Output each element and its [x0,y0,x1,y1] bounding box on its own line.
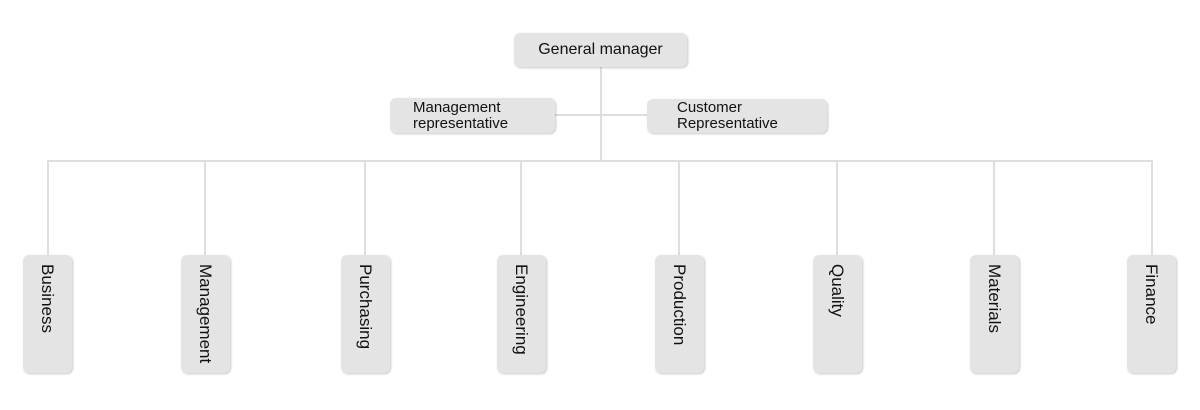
node-management-representative-line2: representative [413,114,509,132]
node-business-label: Business [38,264,57,333]
node-purchasing: Purchasing [341,255,390,373]
connector-stem-materials [993,160,995,256]
connector-stem-production [678,160,680,256]
node-customer-representative: Customer Representative [647,99,827,133]
connector-stem-engineering [520,160,522,256]
node-engineering-label: Engineering [512,264,531,355]
node-finance-label: Finance [1142,264,1161,325]
node-engineering: Engineering [497,255,546,373]
connector-stem-quality [836,160,838,256]
node-management: Management [181,255,230,373]
connector-stem-business [47,160,49,256]
connector-stem-finance [1151,160,1153,256]
connector-assistants [555,114,647,116]
node-management-representative: Management representative [390,98,555,133]
node-quality-label: Quality [828,264,847,317]
node-management-representative-line1: Management [413,98,501,116]
node-general-manager-label: General manager [538,41,663,58]
connector-stem-purchasing [364,160,366,256]
connector-stem-management [204,160,206,256]
node-management-label: Management [196,264,215,364]
node-production-label: Production [670,264,689,346]
node-general-manager: General manager [514,33,687,67]
node-business: Business [23,255,72,373]
node-materials-label: Materials [985,264,1004,333]
connector-main-rail [47,160,1153,162]
node-production: Production [655,255,704,373]
node-finance: Finance [1127,255,1176,373]
node-customer-representative-line1: Customer [677,99,743,116]
node-customer-representative-line2: Representative [677,115,778,132]
node-materials: Materials [970,255,1019,373]
node-quality: Quality [813,255,862,373]
node-purchasing-label: Purchasing [356,264,375,350]
